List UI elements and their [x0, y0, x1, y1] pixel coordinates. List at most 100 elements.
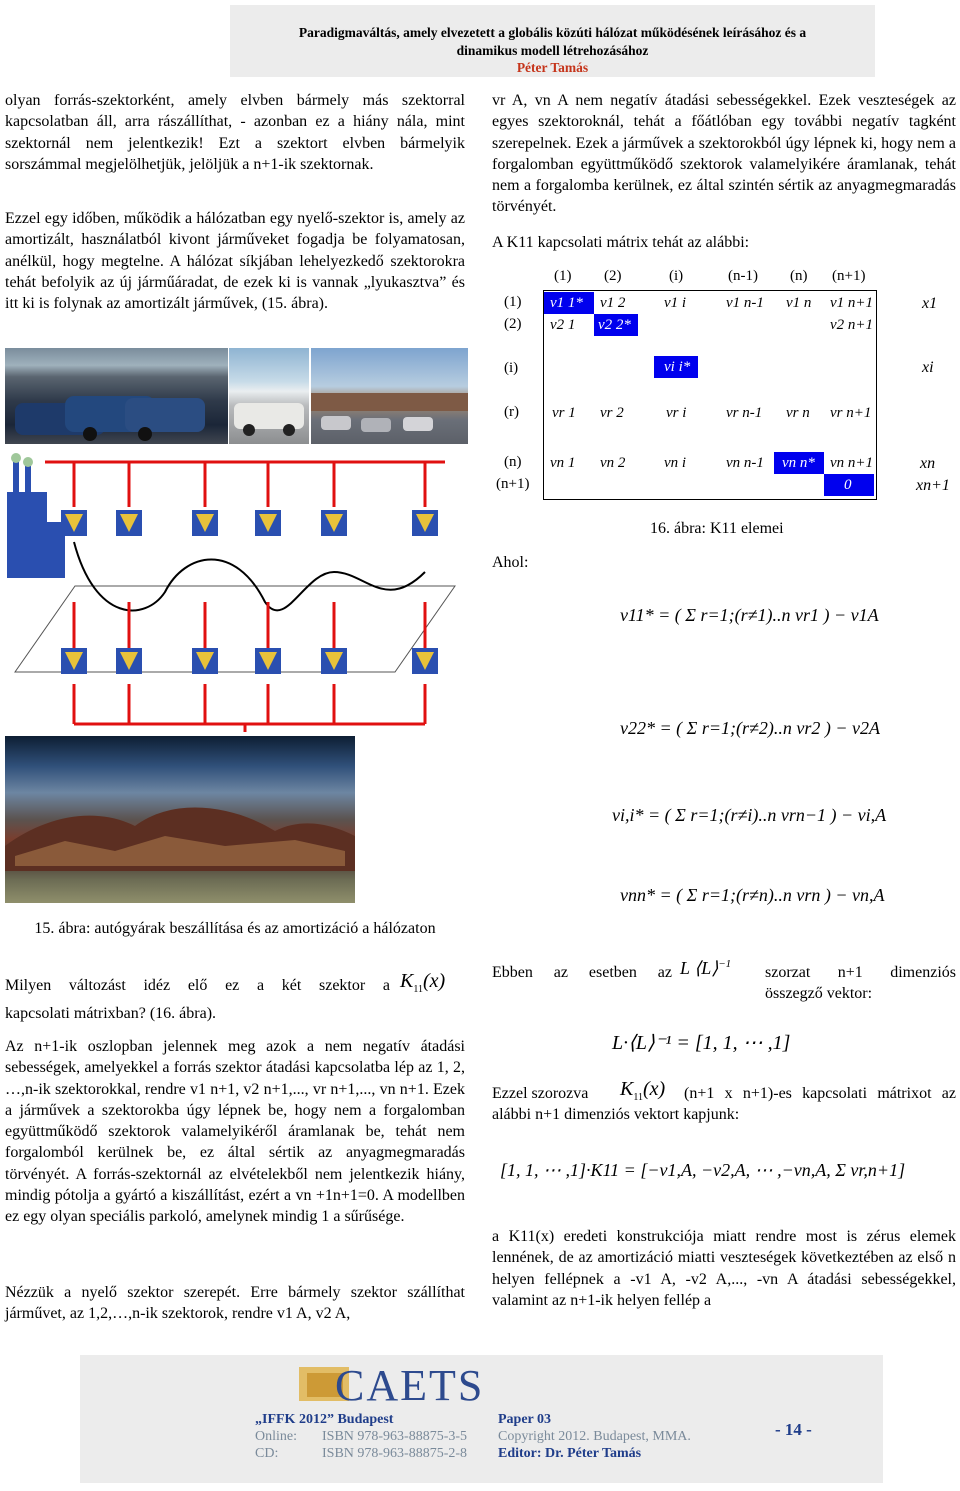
cell-v1i: v1 i: [664, 295, 687, 311]
figure-16-caption: 16. ábra: K11 elemei: [650, 520, 784, 537]
question-rest: kapcsolati mátrixban? (16. ábra).: [5, 1005, 217, 1022]
caets-logo-text: CAETS: [335, 1361, 485, 1410]
cell-vn2: vn 2: [600, 455, 626, 471]
figure-15-caption: 15. ábra: autógyárak beszállítása és az …: [34, 920, 436, 937]
right-p4-a: Ezzel szorozva: [492, 1085, 589, 1102]
question-formula: K11(x): [400, 970, 446, 995]
right-paragraph-2: A K11 kapcsolati mátrix tehát az alábbi:: [492, 234, 750, 251]
ahol-label: Ahol:: [492, 554, 529, 571]
col-header-n: (n): [790, 268, 808, 284]
header-title-line1: Paradigmaváltás, amely elvezetett a glob…: [298, 25, 807, 40]
diag-highlight-ii: [654, 356, 698, 378]
right-paragraph-5: a K11(x) eredeti konstrukciója miatt ren…: [492, 1228, 956, 1309]
cell-v12: v1 2: [600, 295, 626, 311]
formula-k11-inline: K11(x): [620, 1078, 666, 1103]
header-background: [230, 5, 875, 77]
question-text: Milyen változást idéz elő ez a két szekt…: [5, 977, 390, 994]
footer-cd-label: CD:: [255, 1446, 279, 1461]
formula-result-vector: [1, 1, ⋯ ,1]·K11 = [−v1,A, −v2,A, ⋯ ,−vn…: [500, 1160, 906, 1180]
x-vec-1: x1: [922, 295, 938, 312]
cell-vn1: vn 1: [550, 455, 576, 471]
cell-vnn: vn n*: [782, 455, 815, 471]
left-paragraph-1: olyan forrás-szektorként, amely elvben b…: [5, 92, 465, 173]
footer-conference: „IFFK 2012” Budapest: [255, 1412, 394, 1427]
footer-online-isbn: ISBN 978-963-88875-3-5: [322, 1429, 468, 1444]
network-diagram: [7, 453, 456, 674]
cell-v1n: v1 n: [786, 295, 812, 311]
cell-vrn-1: vr n-1: [726, 405, 763, 421]
right-p3-b: szorzat n+1 dimenziós összegző vektor:: [765, 964, 956, 1003]
row-header-2: (2): [504, 316, 522, 332]
k11-matrix: (1) (2) (i) (n-1) (n) (n+1) (1) (2) (i) …: [492, 264, 956, 504]
x-vec-n1: xn+1: [916, 477, 950, 494]
diag-highlight-11: [544, 292, 594, 314]
right-p4-b: (n+1 x n+1)-es kapcsolati mátrixot az al…: [492, 1085, 956, 1124]
formula-v22: v22* = ( Σ r=1;(r≠2)..n vr2 ) − v2A: [620, 718, 880, 738]
cell-vii: vi i*: [664, 359, 691, 375]
cell-vni: vn i: [664, 455, 687, 471]
cell-vrn1: vr n+1: [830, 405, 872, 421]
footer-cd-isbn: ISBN 978-963-88875-2-8: [322, 1446, 468, 1461]
cell-vrn: vr n: [786, 405, 810, 421]
right-p3-a: Ebben az esetben az: [492, 964, 672, 981]
car-factory-photo-3: [311, 348, 468, 444]
car-factory-photo-2: [229, 348, 309, 444]
col-header-2: (2): [604, 268, 622, 284]
footer-paper: Paper 03: [498, 1412, 552, 1427]
sector-icons-bottom: [61, 648, 438, 674]
right-paragraph-1: vr A, vn A nem negatív átadási sebessége…: [492, 92, 956, 216]
header-author: Péter Tamás: [516, 60, 589, 75]
col-header-n-1: (n-1): [728, 268, 758, 284]
cell-v22: v2 2*: [598, 317, 631, 333]
footer-copyright: Copyright 2012. Budapest, MMA.: [498, 1429, 691, 1444]
formula-vii: vi,i* = ( Σ r=1;(r≠i)..n vrn−1 ) − vi,A: [612, 805, 887, 825]
formula-vnn: vnn* = ( Σ r=1;(r≠n)..n vrn ) − vn,A: [620, 885, 885, 905]
row-header-1: (1): [504, 294, 522, 310]
header-title-line2: dinamikus modell létrehozásához: [456, 43, 649, 58]
row-header-i: (i): [504, 360, 519, 376]
footer-background: [80, 1355, 883, 1483]
cell-v2n1: v2 n+1: [830, 317, 874, 333]
footer-editor: Editor: Dr. Péter Tamás: [498, 1446, 642, 1461]
cell-vri: vr i: [666, 405, 687, 421]
cars-graphic-3: [311, 393, 468, 432]
col-header-1: (1): [554, 268, 572, 284]
row-header-n1: (n+1): [496, 476, 530, 492]
cell-v21: v2 1: [550, 317, 576, 333]
left-paragraph-3: Az n+1-ik oszlopban jelennek meg azok a …: [5, 1038, 465, 1226]
cell-vnn-1: vn n-1: [726, 455, 764, 471]
left-paragraph-4: Nézzük a nyelő szektor szerepét. Erre bá…: [5, 1284, 465, 1323]
cell-vr2: vr 2: [600, 405, 624, 421]
formula-lL-inline: L ⟨L⟩−1: [680, 958, 732, 978]
page-number: - 14 -: [775, 1420, 812, 1439]
row-header-r: (r): [504, 404, 519, 420]
cell-zero: 0: [844, 477, 852, 493]
formula-sum-vector: L·⟨L⟩⁻¹ = [1, 1, ⋯ ,1]: [612, 1032, 791, 1054]
matrix-bracket: [543, 290, 877, 500]
x-vec-i: xi: [922, 359, 934, 376]
caets-logo-icon: [299, 1367, 349, 1401]
cell-v1n-1: v1 n-1: [726, 295, 764, 311]
cell-v11: v1 1*: [550, 295, 583, 311]
sector-icons-top: [61, 510, 438, 536]
footer-online-label: Online:: [255, 1429, 297, 1444]
cell-vr1: vr 1: [552, 405, 576, 421]
cars-graphic-2: [234, 403, 304, 436]
junkyard-graphic: [5, 807, 355, 871]
diag-highlight-22: [594, 314, 638, 336]
cell-v1n1: v1 n+1: [830, 295, 874, 311]
col-header-i: (i): [669, 268, 684, 284]
formula-v11: v11* = ( Σ r=1;(r≠1)..n vr1 ) − v1A: [620, 605, 879, 625]
car-factory-photo-1: [5, 348, 228, 444]
junkyard-photo: [5, 736, 355, 903]
col-header-n1: (n+1): [832, 268, 866, 284]
row-header-n: (n): [504, 454, 522, 470]
red-down-arrows: [72, 684, 427, 732]
left-paragraph-2: Ezzel egy időben, működik a hálózatban e…: [5, 210, 465, 313]
factory-icon: [7, 453, 65, 578]
x-vec-n: xn: [920, 455, 936, 472]
diag-highlight-nn: [774, 452, 824, 474]
cars-graphic-1: [15, 396, 205, 441]
diag-highlight-n1n1: [824, 474, 874, 496]
cell-vnn1: vn n+1: [830, 455, 874, 471]
